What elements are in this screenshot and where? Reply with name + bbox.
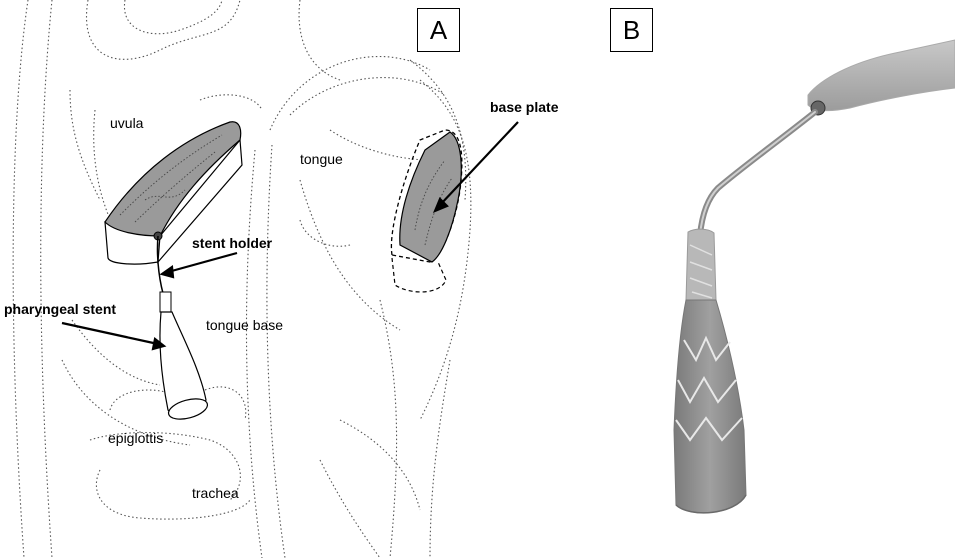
photo-handle (807, 39, 955, 112)
label-tongue-base: tongue base (206, 317, 283, 333)
photo-stent-body (673, 299, 747, 514)
photo-stent-neck (685, 228, 717, 301)
label-tongue: tongue (300, 151, 343, 167)
label-base-plate: base plate (490, 99, 559, 115)
label-arrows (61, 121, 519, 351)
label-epiglottis: epiglottis (108, 430, 163, 446)
anatomy-outline (12, 0, 472, 558)
label-uvula: uvula (110, 115, 144, 131)
label-pharyngeal-stent: pharyngeal stent (4, 301, 116, 317)
stent-photo (673, 39, 955, 514)
label-stent-holder: stent holder (192, 235, 273, 251)
base-plate-right (390, 129, 463, 293)
photo-wire (697, 109, 818, 238)
panel-label-b: B (610, 8, 653, 52)
panel-label-a: A (417, 8, 460, 52)
oral-appliance (104, 121, 243, 265)
stent-device (153, 231, 209, 420)
label-trachea: trachea (192, 485, 239, 501)
